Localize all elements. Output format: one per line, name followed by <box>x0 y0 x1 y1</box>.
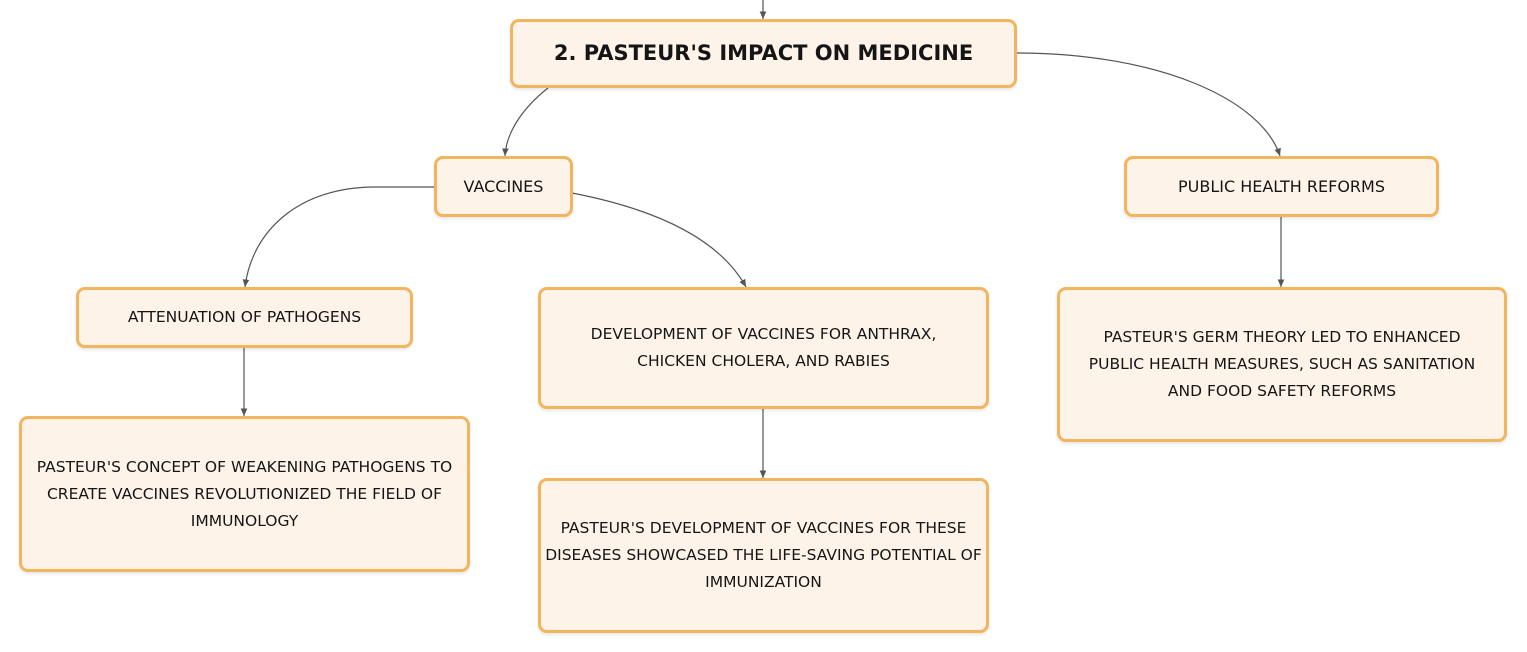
public-health-detail-node-label: PASTEUR'S GERM THEORY LED TO ENHANCED PU… <box>1088 328 1476 400</box>
vaccines-node[interactable]: VACCINES <box>434 156 573 217</box>
public-health-reforms-node-label: PUBLIC HEALTH REFORMS <box>1177 177 1385 196</box>
connector-vaccines-to-attenuation <box>242 186 435 288</box>
connector-root-to-public-health <box>1015 52 1281 157</box>
vaccine-development-node-label: DEVELOPMENT OF VACCINES FOR ANTHRAX, CHI… <box>590 325 937 370</box>
attenuation-of-pathogens-node-label: ATTENUATION OF PATHOGENS <box>127 308 362 326</box>
vaccine-development-node[interactable]: DEVELOPMENT OF VACCINES FOR ANTHRAX, CHI… <box>538 287 989 409</box>
public-health-reforms-node[interactable]: PUBLIC HEALTH REFORMS <box>1124 156 1439 217</box>
root-node-label: 2. PASTEUR'S IMPACT ON MEDICINE <box>553 41 974 65</box>
public-health-detail-node[interactable]: PASTEUR'S GERM THEORY LED TO ENHANCED PU… <box>1057 287 1507 442</box>
vaccine-development-detail-node[interactable]: PASTEUR'S DEVELOPMENT OF VACCINES FOR TH… <box>538 478 989 633</box>
root-node[interactable]: 2. PASTEUR'S IMPACT ON MEDICINE <box>510 19 1017 88</box>
connector-root-to-vaccines <box>502 87 549 157</box>
connector-vaccines-to-development <box>571 192 747 288</box>
vaccine-development-detail-node-label: PASTEUR'S DEVELOPMENT OF VACCINES FOR TH… <box>545 519 982 591</box>
attenuation-detail-node-label: PASTEUR'S CONCEPT OF WEAKENING PATHOGENS… <box>36 457 453 530</box>
attenuation-detail-node[interactable]: PASTEUR'S CONCEPT OF WEAKENING PATHOGENS… <box>19 416 470 572</box>
attenuation-of-pathogens-node[interactable]: ATTENUATION OF PATHOGENS <box>76 287 413 348</box>
vaccines-node-label: VACCINES <box>463 177 544 196</box>
